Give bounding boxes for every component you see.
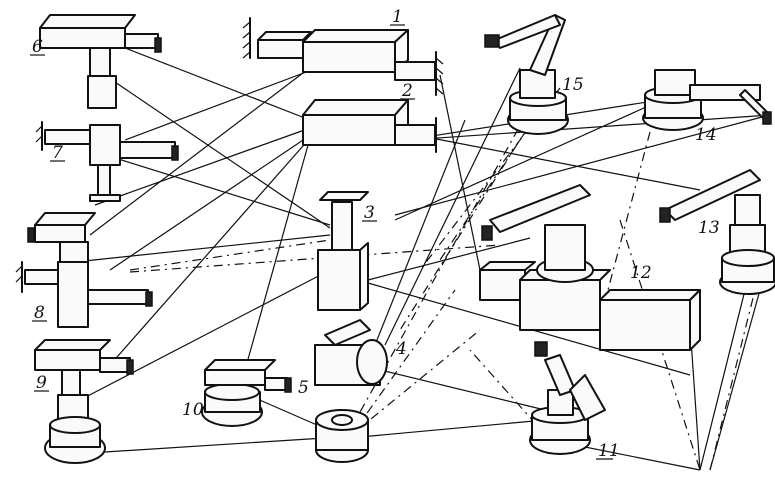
robot-3-vertical-lift: 3 (317, 191, 377, 311)
robot-12-gantry-track: 12 (479, 184, 701, 351)
label-8: 8 (34, 303, 45, 323)
robot-2-linear-unit: 2 (302, 81, 437, 153)
robot-13-side-arm: 13 (659, 169, 775, 295)
label-9: 9 (36, 373, 47, 393)
label-13: 13 (698, 218, 720, 238)
robot-4-rotary-block: 4 (314, 319, 407, 386)
label-11: 11 (598, 441, 620, 461)
robot-15-articulated-arm: 15 (484, 14, 584, 135)
label-14: 14 (695, 125, 717, 145)
label-4: 4 (395, 339, 407, 359)
robot-10-rotary-arm: 10 (182, 359, 292, 427)
label-6: 6 (32, 37, 43, 57)
label-3: 3 (364, 203, 375, 223)
robot-1-linear-unit: 1 (242, 7, 444, 96)
robot-11-articulated-arm: 11 (529, 341, 620, 461)
label-15: 15 (562, 75, 584, 95)
label-10: 10 (182, 400, 204, 420)
connection-lines (74, 47, 771, 471)
label-5: 5 (298, 378, 309, 398)
robot-8-double-arm: 8 (15, 212, 153, 328)
robot-6-overhead-arm: 6 (30, 14, 162, 109)
robot-14-articulated-arm: 14 (642, 69, 772, 145)
label-7: 7 (52, 143, 63, 163)
label-2: 2 (401, 81, 413, 101)
label-1: 1 (392, 7, 403, 27)
robot-5-rotary-base: 5 (298, 378, 369, 463)
label-12: 12 (630, 263, 652, 283)
robot-7-column-arm: 7 (35, 121, 179, 202)
robot-9-pedestal-arm: 9 (34, 339, 134, 464)
